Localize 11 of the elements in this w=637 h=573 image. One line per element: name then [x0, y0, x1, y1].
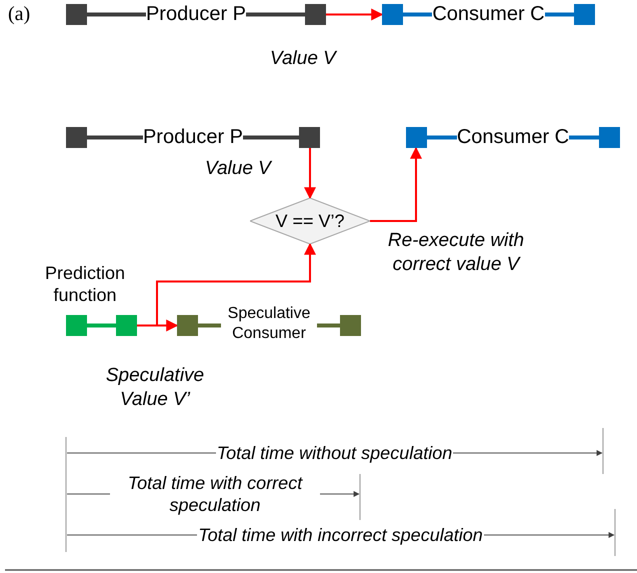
- edge-label: Value V: [270, 48, 336, 70]
- arrow: [326, 8, 384, 20]
- arrow: [370, 146, 422, 222]
- decision-text: V == V’?: [275, 210, 345, 232]
- task-heading: Prediction function: [44, 262, 126, 306]
- edge-label: Value V: [205, 158, 271, 180]
- edge-label: Re-execute with correct value V: [386, 229, 526, 277]
- panel-label: (a): [8, 3, 30, 25]
- arrow: [304, 148, 316, 200]
- arrow: [137, 242, 316, 326]
- edge-label: Speculative Value V’: [104, 364, 206, 412]
